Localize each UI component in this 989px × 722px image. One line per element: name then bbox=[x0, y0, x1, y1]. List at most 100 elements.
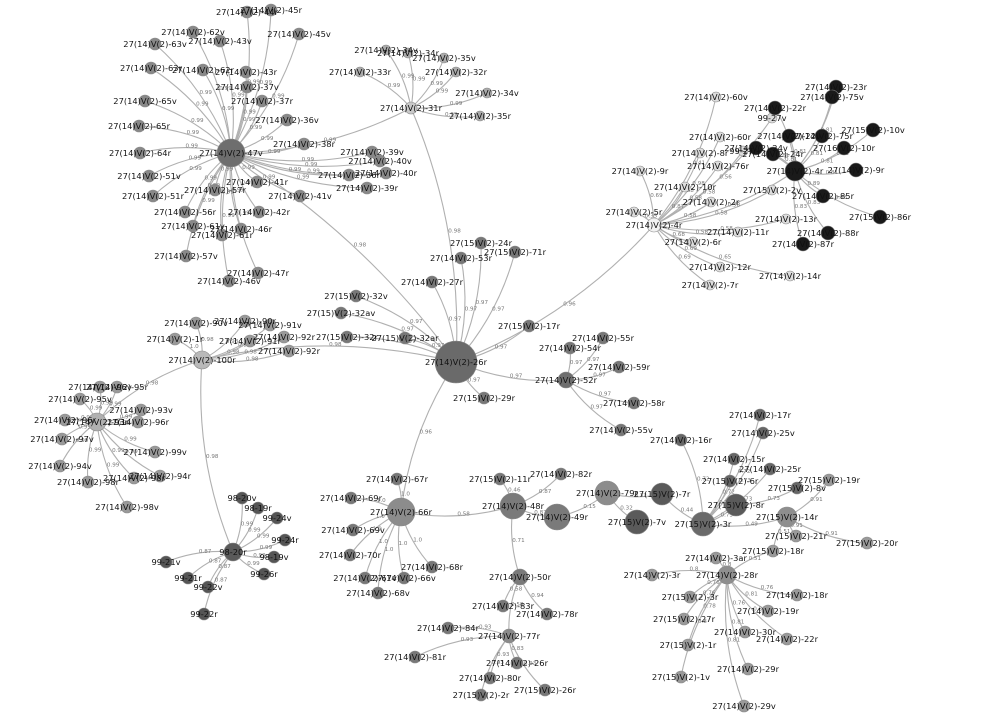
graph-node[interactable] bbox=[349, 289, 363, 303]
graph-node[interactable] bbox=[434, 340, 478, 384]
graph-node[interactable] bbox=[110, 380, 124, 394]
graph-node[interactable] bbox=[450, 66, 462, 78]
graph-node[interactable] bbox=[763, 462, 777, 476]
graph-node[interactable] bbox=[781, 128, 797, 144]
graph-node[interactable] bbox=[732, 226, 744, 238]
graph-node[interactable] bbox=[594, 480, 620, 506]
graph-node[interactable] bbox=[710, 91, 722, 103]
graph-node[interactable] bbox=[243, 334, 257, 348]
graph-node[interactable] bbox=[627, 396, 641, 410]
graph-node[interactable] bbox=[872, 209, 888, 225]
graph-node[interactable] bbox=[674, 433, 688, 447]
graph-node[interactable] bbox=[277, 330, 291, 344]
graph-node[interactable] bbox=[208, 183, 222, 197]
graph-node[interactable] bbox=[714, 261, 726, 273]
graph-node[interactable] bbox=[477, 391, 491, 405]
graph-node[interactable] bbox=[454, 251, 468, 265]
graph-node[interactable] bbox=[650, 482, 674, 506]
graph-node[interactable] bbox=[179, 249, 193, 263]
graph-node[interactable] bbox=[93, 380, 107, 394]
graph-node[interactable] bbox=[474, 688, 488, 702]
graph-node[interactable] bbox=[371, 586, 385, 600]
graph-node[interactable] bbox=[216, 138, 246, 168]
graph-node[interactable] bbox=[235, 491, 249, 505]
graph-node[interactable] bbox=[596, 331, 610, 345]
graph-node[interactable] bbox=[120, 500, 134, 514]
graph-node[interactable] bbox=[251, 266, 265, 280]
graph-node[interactable] bbox=[386, 497, 416, 527]
graph-node[interactable] bbox=[402, 47, 414, 59]
graph-node[interactable] bbox=[766, 184, 778, 196]
graph-node[interactable] bbox=[55, 432, 69, 446]
graph-node[interactable] bbox=[683, 590, 697, 604]
graph-node[interactable] bbox=[563, 341, 577, 355]
graph-node[interactable] bbox=[293, 189, 307, 203]
graph-node[interactable] bbox=[624, 509, 650, 535]
graph-node[interactable] bbox=[142, 169, 156, 183]
graph-node[interactable] bbox=[87, 412, 107, 432]
graph-node[interactable] bbox=[543, 503, 571, 531]
graph-node[interactable] bbox=[681, 638, 695, 652]
graph-node[interactable] bbox=[192, 350, 212, 370]
graph-node[interactable] bbox=[250, 175, 264, 189]
graph-node[interactable] bbox=[714, 131, 726, 143]
graph-node[interactable] bbox=[508, 245, 522, 259]
graph-node[interactable] bbox=[499, 492, 527, 520]
graph-node[interactable] bbox=[58, 413, 72, 427]
graph-node[interactable] bbox=[441, 621, 455, 635]
graph-node[interactable] bbox=[737, 145, 749, 157]
graph-node[interactable] bbox=[340, 330, 354, 344]
graph-node[interactable] bbox=[213, 34, 227, 48]
graph-node[interactable] bbox=[765, 146, 781, 162]
graph-node[interactable] bbox=[181, 571, 195, 585]
graph-node[interactable] bbox=[645, 568, 659, 582]
graph-node[interactable] bbox=[81, 475, 95, 489]
graph-node[interactable] bbox=[612, 360, 626, 374]
graph-node[interactable] bbox=[189, 316, 203, 330]
graph-node[interactable] bbox=[132, 119, 146, 133]
graph-node[interactable] bbox=[398, 331, 412, 345]
graph-node[interactable] bbox=[694, 147, 706, 159]
graph-node[interactable] bbox=[255, 94, 269, 108]
graph-node[interactable] bbox=[717, 565, 737, 585]
graph-node[interactable] bbox=[240, 5, 254, 19]
graph-node[interactable] bbox=[215, 228, 229, 242]
graph-node[interactable] bbox=[390, 472, 404, 486]
graph-node[interactable] bbox=[238, 314, 252, 328]
graph-node[interactable] bbox=[438, 52, 450, 64]
graph-node[interactable] bbox=[822, 473, 836, 487]
graph-node[interactable] bbox=[554, 467, 568, 481]
graph-node[interactable] bbox=[493, 472, 507, 486]
graph-node[interactable] bbox=[127, 471, 141, 485]
graph-node[interactable] bbox=[186, 25, 200, 39]
graph-node[interactable] bbox=[334, 306, 348, 320]
graph-node[interactable] bbox=[748, 140, 764, 156]
graph-node[interactable] bbox=[540, 607, 554, 621]
graph-node[interactable] bbox=[223, 542, 243, 562]
graph-node[interactable] bbox=[344, 491, 358, 505]
graph-node[interactable] bbox=[712, 160, 724, 172]
graph-node[interactable] bbox=[510, 656, 524, 670]
graph-node[interactable] bbox=[380, 44, 392, 56]
graph-node[interactable] bbox=[687, 236, 699, 248]
graph-node[interactable] bbox=[73, 392, 87, 406]
graph-node[interactable] bbox=[197, 607, 211, 621]
graph-node[interactable] bbox=[186, 219, 200, 233]
graph-node[interactable] bbox=[373, 154, 387, 168]
graph-node[interactable] bbox=[234, 222, 248, 236]
graph-node[interactable] bbox=[784, 270, 796, 282]
graph-node[interactable] bbox=[278, 533, 292, 547]
graph-node[interactable] bbox=[501, 628, 517, 644]
graph-node[interactable] bbox=[741, 662, 755, 676]
graph-node[interactable] bbox=[148, 445, 162, 459]
graph-node[interactable] bbox=[239, 65, 253, 79]
graph-node[interactable] bbox=[790, 588, 804, 602]
graph-node[interactable] bbox=[354, 66, 366, 78]
graph-node[interactable] bbox=[761, 604, 775, 618]
graph-node[interactable] bbox=[168, 332, 182, 346]
graph-node[interactable] bbox=[196, 63, 210, 77]
graph-node[interactable] bbox=[815, 188, 831, 204]
graph-node[interactable] bbox=[860, 536, 874, 550]
graph-node[interactable] bbox=[267, 550, 281, 564]
graph-node[interactable] bbox=[690, 511, 716, 537]
